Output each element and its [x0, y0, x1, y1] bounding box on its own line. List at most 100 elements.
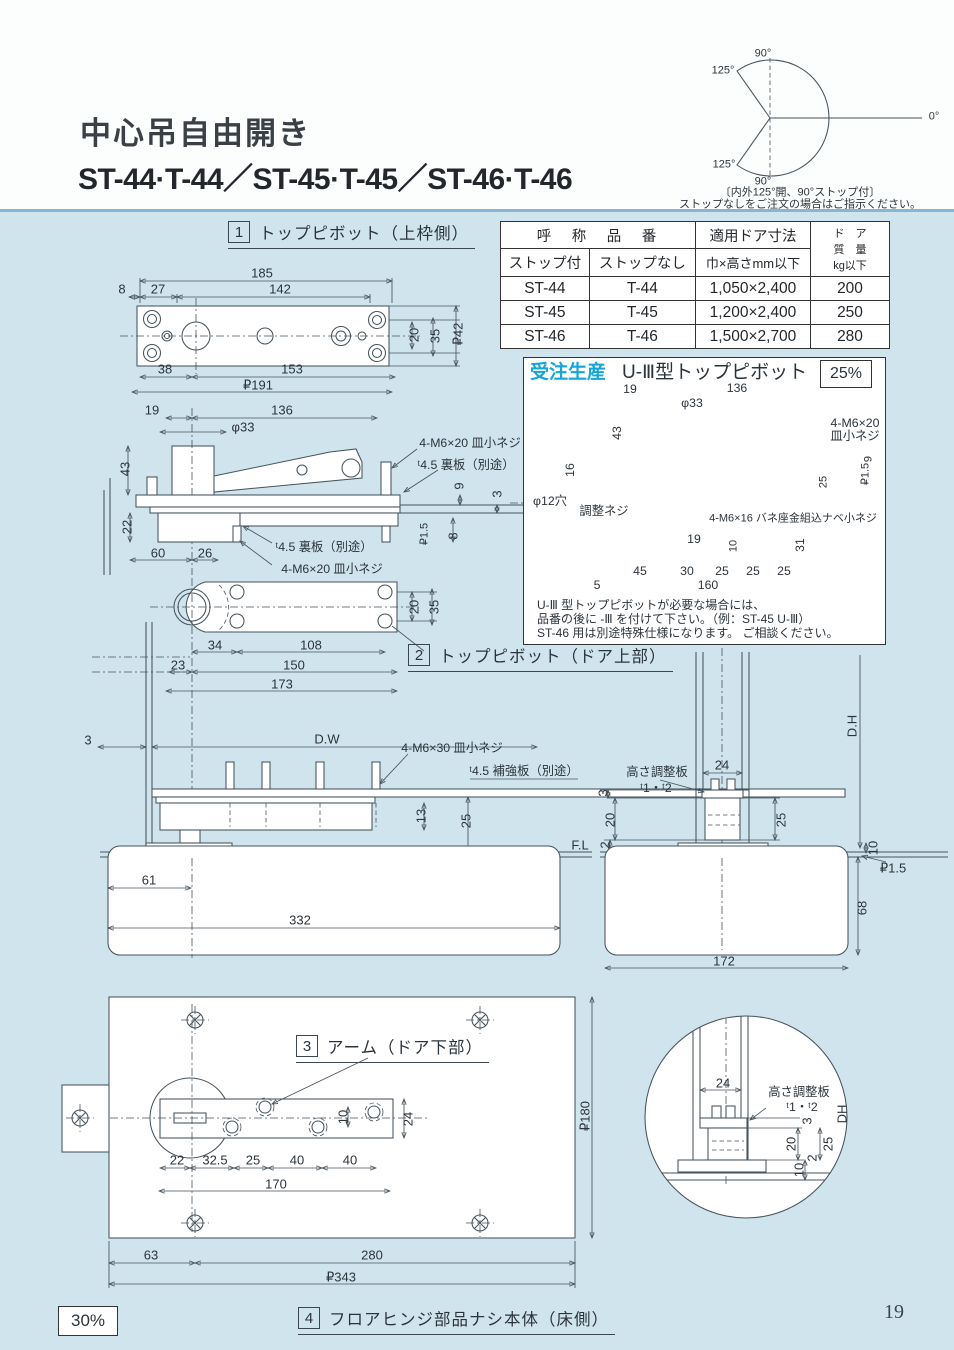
dim-label: 9	[451, 482, 467, 490]
cell-mass-46: 280	[810, 324, 890, 349]
dim-label: 20	[602, 812, 618, 828]
cell-size-45: 1,200×2,400	[695, 300, 811, 325]
screw-note: 皿小ネジ	[830, 428, 880, 443]
section-1-header: 1 トップピボット（上枠側）	[228, 220, 475, 249]
screw-note: 4-M6×20 皿小ネジ	[419, 435, 521, 450]
model-numbers: ST-44·T-44／ST-45·T-45／ST-46·T-46	[78, 163, 573, 196]
section-1-number: 1	[228, 221, 250, 243]
dim-label: 34	[207, 637, 223, 653]
plate-thickness-note: ᵗ1・ᵗ2	[786, 1099, 818, 1114]
drawing-floor-hinge-section	[92, 622, 948, 958]
cell-t45: T-45	[588, 300, 697, 325]
dim-label: 25	[820, 1136, 836, 1152]
section-3-label: アーム（ドア下部）	[327, 1039, 484, 1057]
screw-note: 4-M6×20	[830, 415, 880, 430]
drawing-arm-plan	[61, 997, 592, 1288]
drawing-circle-detail	[644, 1015, 848, 1219]
dim-label: 38	[157, 361, 173, 377]
dim-label: 10	[727, 539, 740, 553]
cell-st44: ST-44	[500, 276, 590, 301]
arc-lower-left-angle: 125°	[712, 158, 736, 171]
screw-note: 4-M6×20 皿小ネジ	[281, 561, 383, 576]
dim-label: 45	[633, 563, 647, 578]
plate-thickness-note: ᵗ1・ᵗ2	[640, 780, 672, 795]
dim-label: 3	[489, 490, 505, 498]
dim-label: 35	[426, 599, 442, 615]
mass-line-2: 質 量	[833, 244, 867, 256]
dim-label: 5	[593, 577, 601, 592]
page-number: 19	[884, 1301, 904, 1323]
dim-label: 10	[335, 1109, 351, 1125]
dim-label: 43	[609, 426, 624, 440]
section-1-label: トップピボット（上枠側）	[259, 225, 469, 243]
col-header-without-stop: ストップなし	[588, 248, 697, 277]
floor-percent-badge: 30%	[58, 1306, 118, 1336]
u3-percent-badge: 25%	[820, 360, 872, 388]
page-title: 中心吊自由開き	[80, 116, 311, 151]
back-plate-note: ᵗ4.5 裏板（別途）	[275, 539, 373, 554]
dim-label: 24	[400, 1111, 416, 1127]
u3-note-1: U-Ⅲ 型トップピボットが必要な場合には、	[537, 598, 766, 612]
dim-label: 10	[865, 840, 881, 856]
dim-label: 60	[150, 545, 166, 561]
dim-label: 10	[791, 1162, 807, 1178]
dim-label: 19	[687, 531, 701, 546]
dim-label: 35	[427, 328, 443, 344]
dim-label: ₽42	[450, 322, 466, 346]
dim-label: 170	[265, 1176, 287, 1192]
dim-label: 142	[269, 281, 291, 297]
dim-label: φ33	[231, 419, 255, 435]
dim-label: 24	[715, 1075, 731, 1091]
dim-label: 136	[271, 402, 293, 418]
table-row: ST-44 T-44 1,050×2,400 200	[500, 276, 890, 301]
dim-label: 8	[445, 532, 461, 540]
dim-label: 40	[289, 1152, 305, 1168]
u3-note-3: ST-46 用は別途特殊仕様になります。 ご相談ください。	[537, 626, 839, 640]
dim-label: ₽180	[577, 1101, 593, 1131]
u3-title: U-Ⅲ型トップピボット	[622, 362, 808, 383]
section-4-number: 4	[298, 1307, 320, 1329]
cell-size-46: 1,500×2,700	[695, 324, 811, 349]
dim-label: 25	[715, 563, 729, 578]
col-header-mass: ド ア 質 量 kg以下	[810, 221, 890, 277]
dim-label: ₽343	[326, 1269, 356, 1285]
arc-caption-1: 〔内外125°開、90°ストップ付〕	[719, 186, 881, 199]
made-to-order-label: 受注生産	[530, 362, 607, 383]
screw-note: 4-M6×16 バネ座金組込ナベ小ネジ	[709, 512, 877, 525]
dim-label: 19	[144, 402, 160, 418]
dim-label: 108	[300, 637, 322, 653]
dim-label: 31	[792, 538, 807, 552]
dim-label: 68	[854, 900, 870, 916]
dim-label: 25	[817, 475, 830, 489]
col-header-size: 適用ドア寸法	[695, 221, 811, 249]
dim-label: 280	[361, 1247, 383, 1263]
dim-label: 150	[283, 657, 305, 673]
cell-st45: ST-45	[500, 300, 590, 325]
drawing-top-pivot-door	[150, 578, 437, 852]
spec-table: 呼 称 品 番 適用ドア寸法 ド ア 質 量 kg以下 ストップ付 ストップなし…	[500, 221, 890, 349]
dim-label: ₽1.5	[859, 462, 872, 486]
door-height-label: D.H	[844, 714, 860, 738]
dim-label: 25	[245, 1152, 261, 1168]
u3-order-box	[523, 357, 886, 645]
dim-label: 3	[84, 732, 92, 748]
dim-label: 32.5	[202, 1152, 228, 1168]
dim-label: 23	[170, 657, 186, 673]
dim-label: 27	[150, 281, 166, 297]
arc-diagram	[736, 58, 922, 178]
section-2-number: 2	[408, 644, 430, 666]
arc-right-angle: 0°	[928, 110, 940, 123]
dim-label: 22	[169, 1152, 185, 1168]
section-2-header: 2 トップピボット（ドア上部）	[408, 643, 673, 672]
arc-top-angle: 90°	[754, 47, 772, 60]
cell-mass-44: 200	[810, 276, 890, 301]
dim-label: 9	[862, 455, 875, 463]
mass-line-3: kg以下	[833, 260, 867, 272]
dim-label: 24	[714, 757, 730, 773]
dim-label: 40	[342, 1152, 358, 1168]
dim-label: 22	[119, 519, 135, 535]
section-2-label: トップピボット（ドア上部）	[439, 648, 667, 666]
cell-t44: T-44	[588, 276, 697, 301]
dim-label: 43	[117, 461, 133, 477]
dim-label: ₽191	[243, 377, 273, 393]
